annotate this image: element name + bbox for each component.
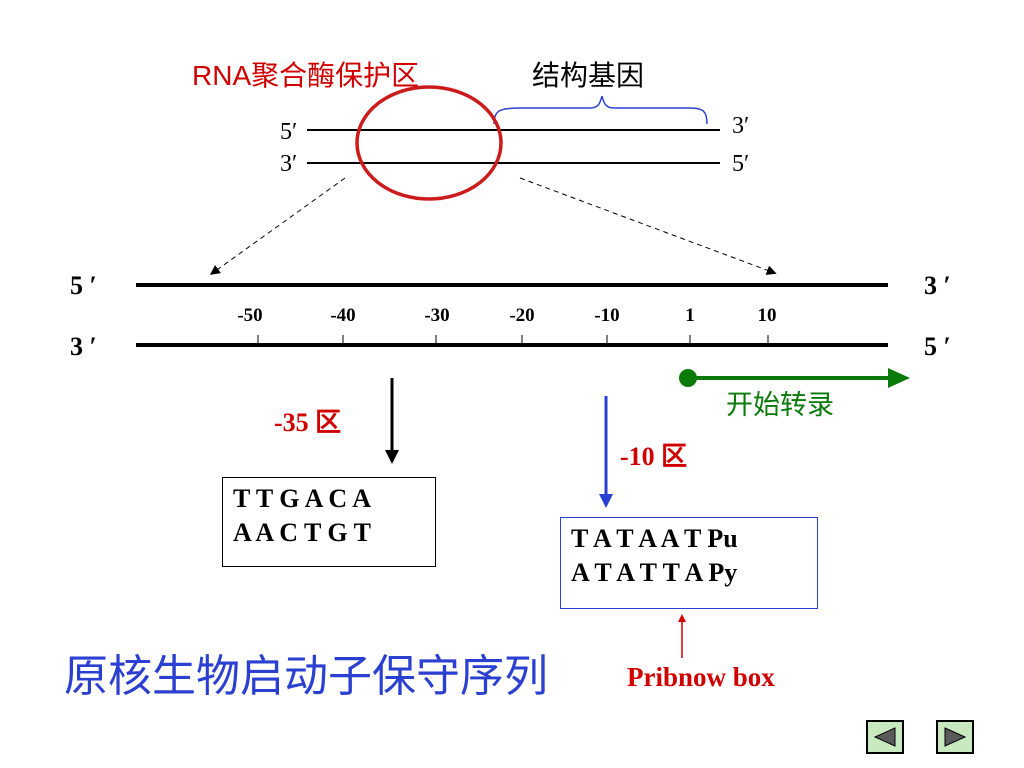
top-strand-left-top: 5′ (280, 119, 298, 145)
minus10-seq-line2: A T A T T A Py (571, 557, 738, 587)
main-strand-left-bottom: 3 ′ (70, 332, 97, 361)
minus10-seq-line1: T A T A A T Pu (571, 524, 738, 553)
minus10-region-label: -10 区 (620, 442, 688, 471)
minus10-arrow-head (599, 494, 613, 508)
minus35-seq-line2: A A C T G T (233, 517, 372, 547)
rna-polymerase-label: RNA聚合酶保护区 (192, 60, 420, 91)
prev-slide-button[interactable] (866, 720, 904, 754)
next-slide-button[interactable] (936, 720, 974, 754)
minus35-seq-line1: T T G A C A (233, 484, 372, 513)
position-label: -10 (594, 305, 620, 326)
zoom-arrow-left (209, 177, 346, 275)
pribnow-box-label: Pribnow box (627, 662, 775, 692)
position-label: -20 (509, 305, 535, 326)
top-strand-left-bottom: 3′ (280, 151, 298, 177)
triangle-left-icon (873, 727, 896, 747)
main-strand-left-top: 5 ′ (70, 271, 97, 300)
slide-title: 原核生物启动子保守序列 (64, 652, 548, 701)
minus35-region-label: -35 区 (274, 408, 342, 437)
position-label: 10 (757, 305, 777, 326)
position-label: -50 (237, 305, 263, 326)
transcription-arrow-head (888, 368, 910, 388)
main-strand-right-bottom: 5 ′ (924, 332, 951, 361)
top-strand-right-bottom: 5′ (732, 151, 750, 177)
triangle-right-icon (944, 727, 967, 747)
minus10-sequence-box: T A T A A T Pu A T A T T A Py (560, 517, 818, 609)
structural-gene-label: 结构基因 (532, 60, 645, 91)
transcription-start-label: 开始转录 (726, 390, 834, 420)
minus35-sequence-box: T T G A C A A A C T G T (222, 477, 436, 567)
position-label: -30 (424, 305, 450, 326)
minus35-arrow-head (385, 450, 399, 464)
zoom-arrow-right (519, 177, 777, 275)
rna-polymerase-ellipse (355, 85, 503, 201)
main-strand-right-top: 3 ′ (924, 271, 951, 300)
top-strand-right-top: 3′ (732, 113, 750, 139)
position-label: 1 (685, 305, 695, 326)
position-label: -40 (330, 305, 356, 326)
gene-brace (493, 95, 708, 125)
